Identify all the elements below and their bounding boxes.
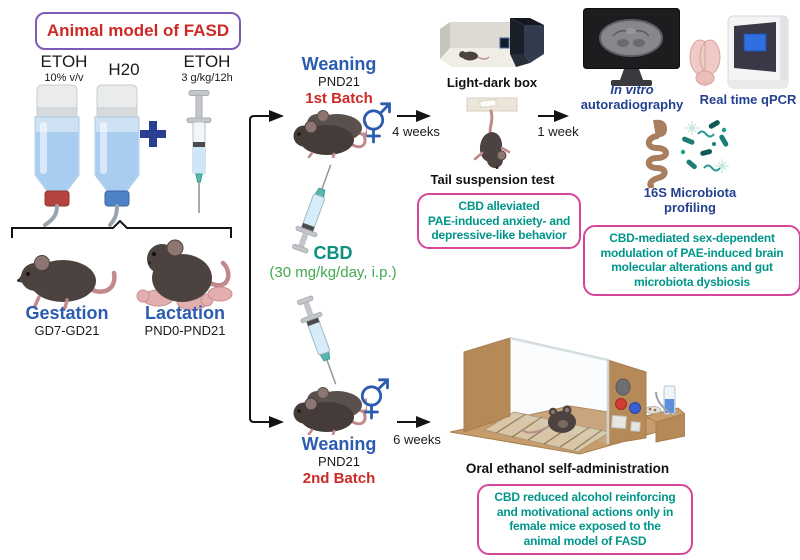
autoradiography-line1: In vitro bbox=[610, 82, 654, 97]
result-box-behavior: CBD alleviated PAE-induced anxiety- and … bbox=[417, 193, 581, 249]
result-line: molecular alterations and gut bbox=[611, 260, 773, 275]
autoradiography-label: In vitro autoradiography bbox=[577, 82, 687, 113]
microbiota-line2: profiling bbox=[664, 199, 716, 215]
batch2-stage: Weaning bbox=[301, 434, 377, 454]
week-arrow-label: 1 week bbox=[537, 124, 579, 139]
light-dark-box-icon bbox=[440, 18, 544, 67]
batch1-arrow-label: 4 weeks bbox=[392, 124, 440, 139]
intestine-icon bbox=[645, 119, 669, 188]
title-box: Animal model of FASD bbox=[35, 12, 241, 50]
arrow-to-batch1 bbox=[249, 110, 284, 122]
syringe-etoh-icon bbox=[186, 90, 212, 213]
operant-chamber-icon bbox=[450, 336, 685, 455]
water-bottle-h2o-icon bbox=[94, 84, 140, 227]
result-box-molecular: CBD-mediated sex-dependent modulation of… bbox=[583, 225, 800, 296]
gestation-period: GD7-GD21 bbox=[34, 322, 100, 338]
result-line: microbiota dysbiosis bbox=[633, 274, 751, 289]
plus-icon bbox=[140, 121, 166, 147]
result-box-alcohol: CBD reduced alcohol reinforcing and moti… bbox=[477, 484, 693, 555]
qpcr-machine-icon bbox=[727, 15, 789, 89]
water-bottle-etoh-icon bbox=[34, 84, 80, 227]
light-dark-box-label: Light-dark box bbox=[446, 75, 538, 90]
result-line: animal model of FASD bbox=[523, 533, 647, 548]
syringe-cbd-2-icon bbox=[292, 293, 348, 388]
batch1-stage: Weaning bbox=[301, 54, 377, 74]
qpcr-label: Real time qPCR bbox=[699, 92, 797, 107]
result-line: female mice exposed to the bbox=[509, 519, 661, 534]
male-female-symbol-icon bbox=[360, 378, 389, 420]
lactation-label: Lactation bbox=[144, 303, 225, 323]
mice-batch2-icon bbox=[293, 387, 367, 435]
batch1-label-group: Weaning PND21 1st Batch bbox=[292, 55, 386, 108]
etoh2-name: ETOH bbox=[183, 52, 231, 71]
result-line: CBD alleviated bbox=[458, 199, 540, 213]
microbiota-bacteria-icon bbox=[680, 120, 729, 173]
etoh-name: ETOH bbox=[40, 52, 88, 71]
batch2-label-group: Weaning PND21 2nd Batch bbox=[292, 435, 386, 488]
brain-icon bbox=[689, 39, 721, 86]
batch1-day: PND21 bbox=[318, 73, 360, 89]
result-line: CBD-mediated sex-dependent bbox=[609, 231, 775, 245]
microbiota-label: 16S Microbiota profiling bbox=[636, 185, 744, 216]
mouse-gestation-icon bbox=[17, 255, 117, 310]
autoradiography-monitor-icon bbox=[583, 8, 680, 86]
autoradiography-line2: autoradiography bbox=[580, 96, 684, 112]
male-female-symbol-icon bbox=[362, 102, 391, 144]
tail-suspension-label: Tail suspension test bbox=[430, 172, 555, 187]
gestation-label-group: Gestation GD7-GD21 bbox=[8, 304, 126, 339]
arrow-to-batch2 bbox=[249, 416, 284, 428]
result-line: PAE-induced anxiety- and bbox=[427, 213, 571, 228]
cbd-label-group: CBD (30 mg/kg/day, i.p.) bbox=[267, 243, 399, 282]
result-line: and motivational actions only in bbox=[496, 504, 674, 519]
microbiota-line1: 16S Microbiota bbox=[643, 185, 737, 200]
result-line: modulation of PAE-induced brain bbox=[600, 245, 784, 260]
cbd-dose: (30 mg/kg/day, i.p.) bbox=[269, 263, 397, 281]
syringe-cbd-1-icon bbox=[287, 160, 343, 255]
batch2-arrow-label: 6 weeks bbox=[393, 432, 441, 447]
page-title: Animal model of FASD bbox=[46, 21, 230, 40]
batch1-name: 1st Batch bbox=[305, 90, 373, 108]
cbd-name: CBD bbox=[313, 243, 353, 263]
dams-bracket bbox=[11, 219, 232, 238]
result-line: depressive-like behavior bbox=[431, 228, 567, 243]
tail-suspension-icon bbox=[466, 97, 518, 169]
batch2-name: 2nd Batch bbox=[302, 470, 376, 488]
oral-ethanol-label: Oral ethanol self-administration bbox=[465, 461, 670, 476]
gestation-label: Gestation bbox=[25, 303, 109, 323]
etoh2-detail: 3 g/kg/12h bbox=[181, 71, 233, 84]
etoh-bottle-label: ETOH 10% v/v bbox=[28, 52, 100, 85]
etoh-syringe-label: ETOH 3 g/kg/12h bbox=[170, 52, 244, 85]
mice-batch1-icon bbox=[293, 110, 367, 158]
result-line: CBD reduced alcohol reinforcing bbox=[494, 490, 676, 504]
batch2-day: PND21 bbox=[318, 453, 360, 469]
etoh-detail: 10% v/v bbox=[44, 71, 84, 84]
h2o-bottle-label: H20 bbox=[108, 60, 140, 79]
mouse-lactation-icon bbox=[136, 239, 233, 311]
lactation-period: PND0-PND21 bbox=[144, 322, 226, 338]
lactation-label-group: Lactation PND0-PND21 bbox=[124, 304, 246, 339]
